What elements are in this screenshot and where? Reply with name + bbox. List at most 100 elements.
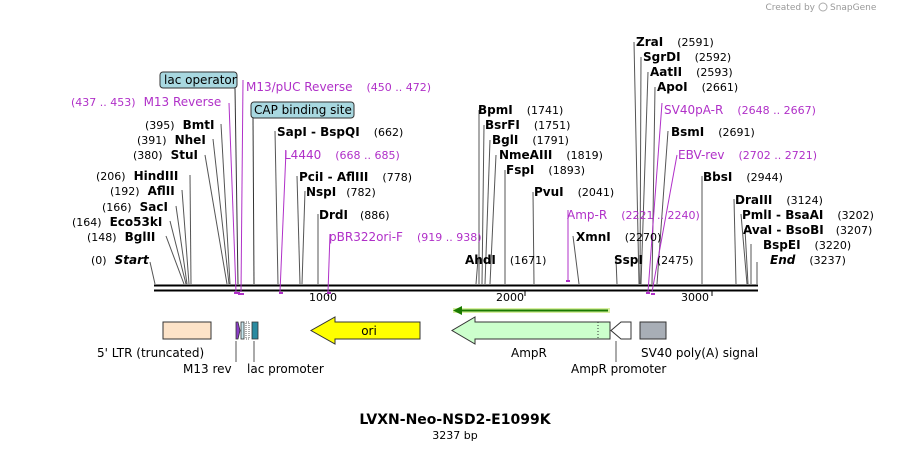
primer-leader-l4440 (279, 150, 287, 293)
site-end-name: End (770, 253, 796, 267)
site-ahdi-name: AhdI (465, 253, 496, 267)
leader-saci (175, 205, 188, 285)
site-drdi-name: DrdI (319, 208, 348, 222)
primer-leader-m13-reverse (228, 102, 237, 293)
feature-sv40pa-box (639, 321, 667, 340)
site-stui-name: StuI (171, 148, 198, 162)
site-bsmi-name: BsmI (671, 125, 704, 139)
leader-bgli (484, 139, 491, 285)
site-nspi: NspI(782) (306, 185, 376, 199)
site-zrai-name: ZraI (636, 35, 663, 49)
site-start-pos: (0) (91, 254, 107, 267)
credit-prefix: Created by (765, 3, 815, 13)
orf-arrowhead (453, 306, 462, 315)
ruler-label-2000: 2000 (496, 291, 524, 304)
site-nhei-pos: (391) (137, 134, 167, 147)
site-ahdi-pos: (1671) (510, 254, 547, 267)
site-fspi-name: FspI (506, 163, 534, 177)
leader-ahdi (475, 258, 479, 285)
snapgene-credit: Created by SnapGene (765, 2, 877, 13)
site-bmti-pos: (395) (145, 119, 175, 132)
site-eco53ki-name: Eco53kI (110, 215, 163, 229)
feature-ampr-promoter-arrow (610, 321, 632, 340)
leader-stui (204, 154, 228, 285)
site-pcii-name: PciI - AflIII (299, 170, 368, 184)
snapgene-logo-icon (818, 2, 828, 12)
feature-ori-label: ori (361, 324, 377, 338)
site-avai-name: AvaI - BsoBI (743, 223, 824, 237)
site-start: (0)Start (91, 253, 150, 267)
site-pmli-name: PmlI - BsaAI (742, 208, 823, 222)
primer-leader-ebv-rev (651, 154, 678, 293)
site-eco53ki-pos: (164) (72, 216, 102, 229)
site-aflii-name: AflII (148, 184, 175, 198)
primer-sv40pa-r: SV40pA-R(2648 .. 2667) (664, 103, 816, 117)
leader-sspi (615, 258, 618, 285)
boxed-label-cap: CAP binding site (250, 101, 355, 119)
site-draiii-pos: (3124) (786, 194, 823, 207)
feature-5ltr-box (162, 321, 212, 340)
site-drdi-pos: (886) (360, 209, 390, 222)
site-leaders (149, 41, 758, 285)
site-sgrdi-name: SgrDI (643, 50, 681, 64)
feature-cap-box (245, 321, 250, 340)
leader-bglii (165, 235, 185, 285)
leader-sapi (274, 130, 279, 285)
site-bsrfi: BsrFI (1751) (485, 118, 570, 132)
feature-ampr-arrow (451, 316, 611, 345)
site-pvui-name: PvuI (534, 185, 564, 199)
leader-apoi (651, 86, 656, 285)
leader-nhei (212, 138, 230, 285)
site-sspi-pos: (2475) (657, 254, 694, 267)
site-bsmi-pos: (2691) (718, 126, 755, 139)
lac-operator-leader (234, 87, 239, 285)
leader-xmni (572, 235, 580, 285)
site-stui-pos: (380) (133, 149, 163, 162)
site-bmti: (395) BmtI (145, 118, 214, 132)
feature-ampr-promoter-label: AmpR promoter (571, 362, 666, 376)
leader-bsrfi (481, 124, 485, 285)
site-bsrfi-pos: (1751) (534, 119, 571, 132)
site-aatii-pos: (2593) (696, 66, 733, 79)
primer-pbr322ori: pBR322ori-F(919 .. 938) (329, 230, 482, 244)
site-bbsi: BbsI(2944) (703, 170, 783, 184)
site-nmeaiii-name: NmeAIII (499, 148, 552, 162)
site-apoi-name: ApoI (657, 80, 688, 94)
site-avai: AvaI - BsoBI (3207) (743, 223, 872, 237)
site-bspei-pos: (3220) (815, 239, 852, 252)
site-pvui-pos: (2041) (578, 186, 615, 199)
site-fspi-pos: (1893) (548, 164, 585, 177)
credit-brand: SnapGene (830, 3, 877, 13)
site-bsrfi-name: BsrFI (485, 118, 520, 132)
site-eco53ki: (164) Eco53kI (72, 215, 162, 229)
site-aatii-name: AatII (650, 65, 682, 79)
site-bpmi: BpmI(1741) (478, 103, 563, 117)
site-apoi-pos: (2661) (702, 81, 739, 94)
lac-operator-box (159, 71, 238, 89)
site-bpmi-pos: (1741) (527, 104, 564, 117)
primer-pbr322ori-name: pBR322ori-F (329, 230, 403, 244)
site-draiii: DraIII(3124) (735, 193, 823, 207)
site-pmli: PmlI - BsaAI(3202) (742, 208, 874, 222)
feature-m13rev-label: M13 rev (183, 362, 232, 376)
site-stui: (380) StuI (133, 148, 198, 162)
site-pvui: PvuI (2041) (534, 185, 614, 199)
site-bmti-name: BmtI (183, 118, 215, 132)
site-nmeaiii: NmeAIII (1819) (499, 148, 603, 162)
primer-m13-reverse-name: M13 Reverse (144, 95, 222, 109)
leader-bsmi (656, 130, 669, 285)
site-xmni-pos: (2270) (625, 231, 662, 244)
site-xmni: XmnI(2270) (576, 230, 661, 244)
primer-m13puc-reverse-range: (450 .. 472) (367, 81, 432, 94)
site-aatii: AatII (2593) (650, 65, 733, 79)
leader-eco53ki (169, 220, 187, 285)
primer-amp-r-name: Amp-R (567, 208, 607, 222)
site-avai-pos: (3207) (836, 224, 873, 237)
leader-pcii (296, 175, 301, 285)
leader-zrai (633, 41, 640, 285)
site-sspi: SspI(2475) (614, 253, 693, 267)
site-nmeaiii-pos: (1819) (566, 149, 603, 162)
site-sgrdi: SgrDI(2592) (643, 50, 731, 64)
primer-leader-pbr322ori (327, 233, 331, 293)
